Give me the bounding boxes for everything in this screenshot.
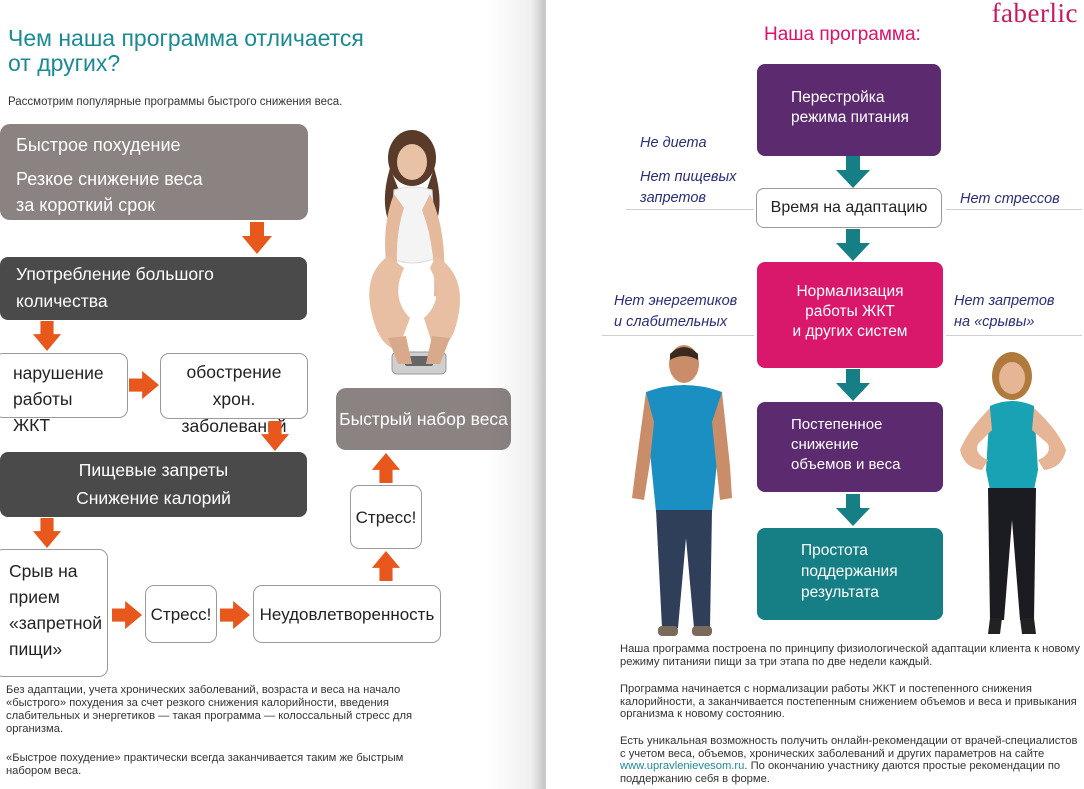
program-heading: Наша программа: (764, 24, 921, 46)
box-text: обострение (161, 359, 307, 386)
box-text: «запретной (9, 610, 93, 636)
arrow-up-icon (371, 453, 401, 483)
step-text: Перестройка (791, 88, 941, 108)
arrow-down-icon (836, 369, 870, 401)
box-text: Пищевые запреты (0, 456, 307, 484)
box-text: Снижение калорий (0, 484, 307, 512)
arrow-down-icon (836, 494, 870, 526)
side-text: Нет пищевых (640, 167, 736, 188)
box-text: Быстрое похудение (16, 132, 292, 158)
arrow-down-icon (242, 222, 272, 254)
arrow-down-icon (836, 156, 870, 188)
box-text: за короткий срок (16, 192, 292, 218)
intro-text: Рассмотрим популярные программы быстрого… (8, 96, 342, 108)
rapid-weight-gain-box: Быстрый набор веса (336, 388, 511, 450)
step-text: объемов и веса (791, 455, 943, 475)
arrow-right-icon (112, 600, 142, 630)
arrow-down-icon (260, 421, 290, 451)
step-normalization: Нормализация работы ЖКТ и других систем (757, 262, 943, 368)
arrow-right-icon (129, 370, 159, 400)
step-adaptation-time: Время на адаптацию (756, 188, 942, 228)
side-label-no-stress: Нет стрессов (960, 189, 1060, 210)
step-text: Простота (801, 540, 943, 561)
quick-weight-loss-box: Быстрое похудение Резкое снижение веса з… (0, 124, 308, 220)
step-text: режима питания (791, 108, 941, 128)
right-page: faberlic Наша программа: Перестройка реж… (546, 0, 1084, 789)
man-photo (632, 342, 732, 640)
food-bans-box: Пищевые запреты Снижение калорий (0, 452, 307, 517)
side-label-no-energy-drinks: Нет энергетиков и слабительных (614, 291, 737, 333)
step-diet-restructuring: Перестройка режима питания (757, 64, 941, 156)
left-paragraph-2: «Быстрое похудение» практически всегда з… (6, 752, 438, 778)
side-label-not-diet: Не диета (640, 133, 707, 154)
right-paragraph-2: Программа начинается с нормализации рабо… (620, 683, 1080, 721)
page-title: Чем наша программа отличается от других? (8, 26, 408, 76)
arrow-down-icon (32, 321, 62, 351)
dissatisfaction-box: Неудовлетворенность (253, 585, 441, 643)
step-text: результата (801, 582, 943, 603)
right-paragraph-1: Наша программа построена по принципу физ… (620, 643, 1080, 668)
step-text: и других систем (757, 322, 943, 342)
arrow-right-icon (220, 600, 250, 630)
side-text: на «срывы» (954, 312, 1054, 333)
step-text: работы ЖКТ (757, 302, 943, 322)
step-text: Постепенное (791, 415, 943, 435)
box-text: нарушение (13, 360, 109, 386)
step-gradual-reduction: Постепенное снижение объемов и веса (757, 402, 943, 492)
woman-photo (954, 350, 1072, 640)
divider (626, 209, 754, 210)
divider (946, 209, 1082, 210)
step-text: поддержания (801, 561, 943, 582)
divider (946, 335, 1082, 336)
box-text: работы ЖКТ (13, 386, 109, 438)
breakdown-box: Срыв на прием «запретной пищи» (0, 549, 108, 677)
step-text: снижение (791, 435, 943, 455)
box-text: Употребление большого количества (16, 261, 291, 315)
right-paragraph-3: Есть уникальная возможность получить онл… (620, 735, 1080, 785)
step-maintenance: Простота поддержания результата (757, 528, 943, 620)
left-page: Чем наша программа отличается от других?… (0, 0, 540, 789)
gi-disruption-box: нарушение работы ЖКТ (0, 353, 128, 418)
side-label-no-food-bans: Нет пищевых запретов (640, 167, 736, 209)
website-link[interactable]: www.upravlenievesom.ru (620, 760, 744, 772)
side-text: и слабительных (614, 312, 737, 333)
divider (602, 335, 754, 336)
box-text: прием (9, 584, 93, 610)
stress-box: Стресс! (350, 485, 422, 549)
energy-laxatives-box: Употребление большого количества энергет… (0, 257, 307, 320)
side-label-no-breakdown-bans: Нет запретов на «срывы» (954, 291, 1054, 333)
side-text: Нет запретов (954, 291, 1054, 312)
chronic-disease-box: обострение хрон. заболеваний (160, 353, 308, 419)
left-paragraph-1: Без адаптации, учета хронических заболев… (6, 684, 438, 736)
box-text: Срыв на (9, 558, 93, 584)
step-text: Нормализация (757, 282, 943, 302)
woman-on-scale-photo (350, 128, 490, 384)
box-text: Резкое снижение веса (16, 166, 292, 192)
heading-line: от других? (8, 51, 408, 76)
arrow-up-icon (371, 551, 401, 581)
box-text: пищи» (9, 636, 93, 662)
stress-box: Стресс! (145, 585, 217, 643)
paragraph-text: Есть уникальная возможность получить онл… (620, 735, 1077, 760)
faberlic-logo: faberlic (992, 0, 1078, 29)
heading-line: Чем наша программа отличается (8, 26, 408, 51)
arrow-down-icon (836, 229, 870, 261)
arrow-down-icon (32, 518, 62, 548)
side-text: Нет энергетиков (614, 291, 737, 312)
side-text: запретов (640, 188, 736, 209)
